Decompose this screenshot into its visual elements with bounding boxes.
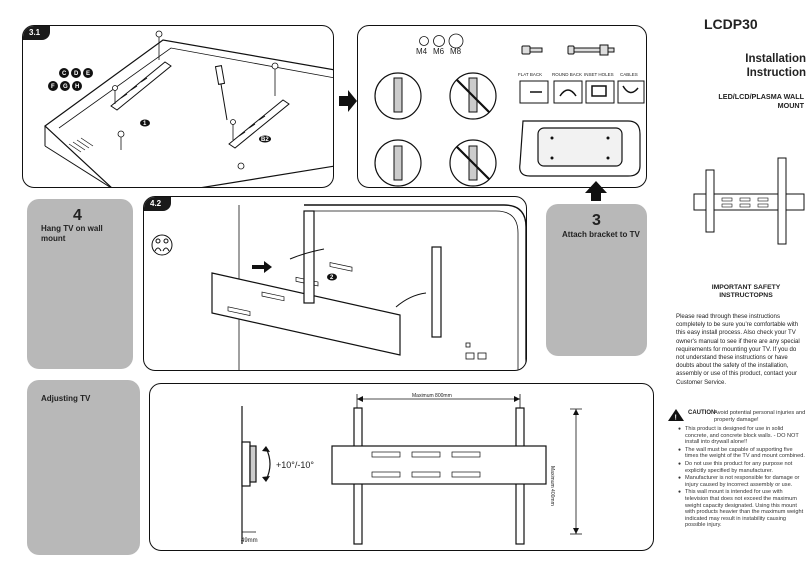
- adjusting-tv-box: Adjusting TV: [27, 380, 140, 555]
- important-heading: IMPORTANT SAFETY INSTRUCTOPNS: [711, 284, 781, 300]
- sidebar: LCDP30 Installation Instruction LED/LCD/…: [666, 0, 808, 568]
- panel-step-4-2: 4.2 2: [143, 196, 527, 371]
- step-4-label: Hang TV on wall mount: [41, 224, 103, 243]
- dim-max-height: Maximum 400mm: [549, 466, 555, 506]
- part-letter-g: G: [63, 84, 68, 90]
- intro-paragraph: Please read through these instructions c…: [676, 313, 800, 386]
- model-name: LCDP30: [704, 16, 758, 32]
- hang-tv-illustration: 2: [151, 204, 526, 370]
- dim-depth: 49mm: [241, 538, 258, 544]
- warning-item: This product is designed for use in soli…: [678, 426, 806, 446]
- screw-label-m8: M8: [450, 47, 462, 56]
- wall-mount-product-icon: [693, 157, 805, 245]
- dim-max-width: Maximum 800mm: [412, 393, 452, 399]
- dim-tilt: +10°/-10°: [276, 460, 314, 470]
- panel-step-3-1: 3.1: [22, 25, 334, 188]
- warning-list: This product is designed for use in soli…: [678, 426, 806, 530]
- step-4-box: 4 Hang TV on wall mount: [27, 199, 133, 369]
- back-type-flat: FLAT BACK: [518, 72, 543, 77]
- callout-1: 1: [143, 121, 147, 127]
- back-type-round: ROUND BACK: [552, 72, 583, 77]
- panel-dimensions: Maximum 800mm Maximum 400mm +10°/-10° 49…: [149, 383, 654, 551]
- screw-label-m4: M4: [416, 47, 428, 56]
- dimensions-illustration: [241, 394, 582, 545]
- warning-item: This wall mount is intended for use with…: [678, 489, 806, 529]
- step-3-label: Attach bracket to TV: [562, 230, 640, 239]
- screwdriver-icon: [214, 65, 228, 121]
- warning-item: Do not use this product for any purpose …: [678, 461, 806, 474]
- caution-word: CAUTION: [688, 410, 716, 416]
- part-letters: C D E F G H: [48, 68, 93, 91]
- right-tv-bracket: [228, 99, 290, 149]
- step-tag-3-1: 3.1: [23, 26, 51, 40]
- step-tag-4-2: 4.2: [144, 197, 172, 211]
- callout-b2: B2: [261, 137, 269, 143]
- left-tv-bracket: [110, 61, 172, 111]
- part-letter-e: E: [86, 71, 90, 77]
- screw-label-m6: M6: [433, 47, 445, 56]
- back-type-inset: INSET HOLES: [584, 72, 614, 77]
- callout-2: 2: [330, 275, 334, 281]
- warning-item: Manufacturer is not responsible for dama…: [678, 475, 806, 488]
- product-subtitle: LED/LCD/PLASMA WALL MOUNT: [718, 92, 804, 110]
- part-letter-d: D: [74, 71, 79, 77]
- part-letter-f: F: [51, 84, 55, 90]
- step-4-number: 4: [73, 207, 82, 224]
- screw-selection-illustration: [374, 33, 645, 187]
- caution-text: Avoid potential personal injuries and pr…: [714, 410, 806, 423]
- part-letter-h: H: [75, 84, 79, 90]
- step-3-box: 3 Attach bracket to TV: [546, 204, 647, 356]
- step-3-number: 3: [592, 212, 601, 229]
- panel-screw-selection: M4 M6 M8 FLAT BACK ROUND BACK INSET HOLE…: [357, 25, 647, 188]
- part-letter-c: C: [62, 71, 67, 77]
- tv-back-bracket-illustration: C D E F G H 1 B2: [44, 30, 333, 187]
- installation-title: Installation Instruction: [745, 53, 806, 79]
- svg-text:!: !: [675, 415, 677, 422]
- warning-item: The wall must be capable of supporting f…: [678, 447, 806, 460]
- back-type-cables: CABLES: [620, 72, 638, 77]
- adjusting-tv-label: Adjusting TV: [41, 394, 91, 403]
- warning-triangle-icon: !: [668, 409, 684, 422]
